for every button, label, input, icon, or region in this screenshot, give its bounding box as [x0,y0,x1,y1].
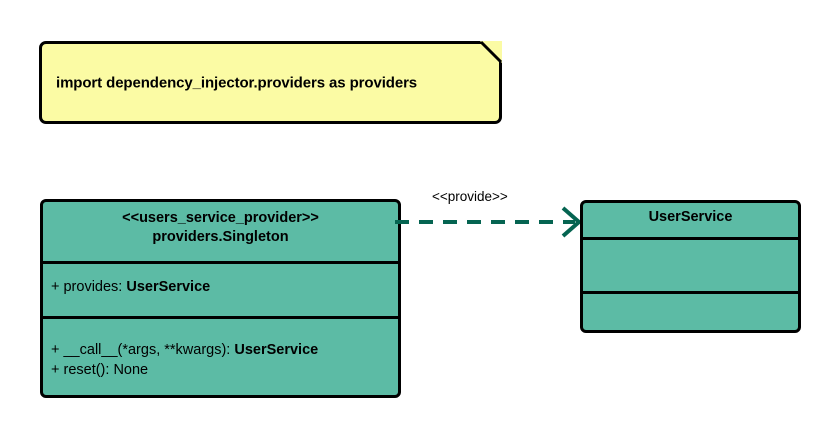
class-box-user-service[interactable]: UserService [580,200,801,333]
method-label: + reset(): None [51,362,149,378]
class-name: providers.Singleton [152,229,289,245]
note-fold-icon [479,40,503,64]
class-header-text: UserService [583,203,798,232]
attribute-label: + provides: [51,279,127,295]
class-header-text: <<users_service_provider>> providers.Sin… [43,202,398,254]
method-row: + reset(): None [43,360,398,380]
attribute-type: UserService [126,279,211,295]
class-stereotype: <<users_service_provider>> [122,210,319,226]
method-label: + __call__(*args, **kwargs): [51,342,235,358]
class-methods-compartment [583,291,798,330]
class-title-compartment: UserService [583,203,798,237]
method-type: UserService [234,342,319,358]
method-row: + __call__(*args, **kwargs): UserService [43,340,398,360]
class-name: UserService [648,209,733,225]
import-note[interactable]: import dependency_injector.providers as … [39,40,503,124]
class-box-users-service-provider[interactable]: <<users_service_provider>> providers.Sin… [40,199,401,398]
class-methods-compartment: + __call__(*args, **kwargs): UserService… [43,316,398,395]
dependency-arrow-provide [395,206,583,238]
class-attributes-compartment: + provides: UserService [43,261,398,316]
class-title-compartment: <<users_service_provider>> providers.Sin… [43,202,398,261]
class-attributes-compartment [583,237,798,291]
attribute-row: + provides: UserService [43,277,398,297]
edge-label-provide: <<provide>> [432,189,508,204]
import-note-text: import dependency_injector.providers as … [56,74,418,91]
